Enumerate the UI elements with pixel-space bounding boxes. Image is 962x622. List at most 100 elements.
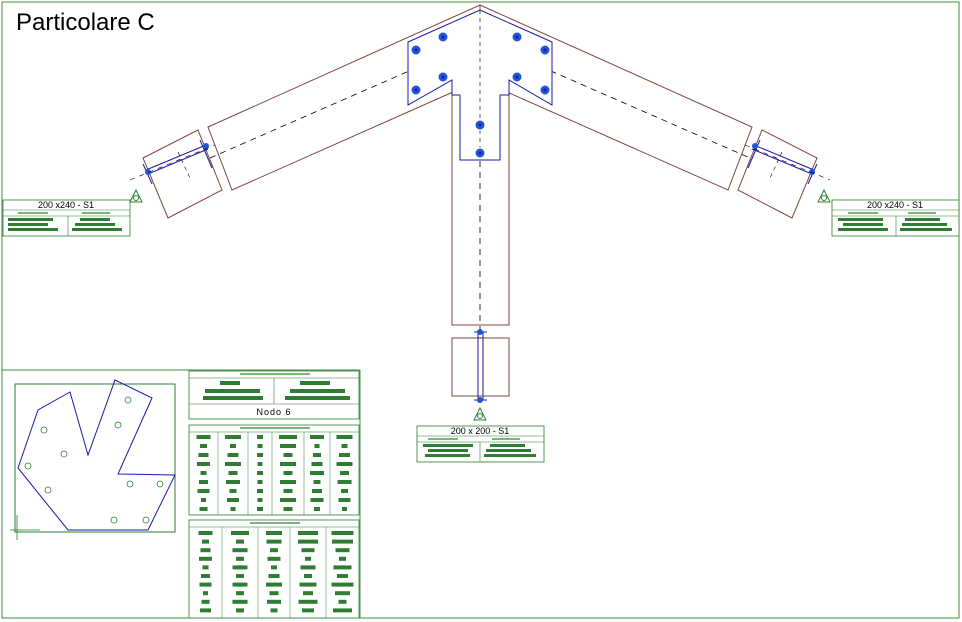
table-cell-mark (226, 480, 240, 484)
table-cell-mark (200, 548, 211, 553)
table-cell-mark (257, 453, 263, 457)
table-cell-mark (270, 548, 278, 553)
table-cell-mark (302, 608, 314, 613)
table-cell-mark (298, 539, 318, 544)
plate-bolt-holes (24, 396, 164, 524)
left-section-label: 200 x240 - S1 (38, 200, 94, 210)
table-cell-mark (257, 444, 263, 448)
table-cell-mark (270, 608, 278, 613)
table-cell-mark (236, 608, 244, 613)
table-cell-mark (338, 599, 347, 604)
table-cell-mark (280, 498, 296, 502)
table-cell-mark (335, 591, 350, 596)
node-label: Nodo 6 (256, 407, 291, 417)
table-cell-mark (335, 548, 350, 553)
table-cell-mark (337, 480, 352, 484)
table-cell-mark (232, 599, 248, 604)
right-connector (747, 139, 818, 185)
table-cell-mark (311, 462, 323, 466)
left-section-box: 200 x240 - S1 (2, 199, 131, 237)
table-cell-mark (257, 480, 263, 484)
table-cell-mark (199, 556, 212, 561)
bottom-section-box: 200 x 200 - S1 (416, 425, 545, 463)
table-cell-mark (257, 462, 263, 466)
table-cell-mark (227, 498, 239, 502)
right-section-label: 200 x240 - S1 (867, 200, 923, 210)
table-cell-mark (257, 471, 263, 475)
table-cell-mark (267, 599, 281, 604)
table-cell-mark (203, 591, 208, 596)
table-cell-mark (340, 471, 349, 475)
table-cell-mark (199, 582, 212, 587)
bolt-icon (752, 143, 758, 149)
table-cell-mark (200, 444, 207, 448)
table-cell-mark (299, 582, 317, 587)
table-cell-mark (198, 453, 209, 457)
bolt-icon (203, 143, 209, 149)
table-cell-mark (266, 539, 282, 544)
table-cell-mark (280, 480, 296, 484)
support-triangle-icon (817, 188, 831, 203)
table-cell-mark (339, 556, 346, 561)
table-cell-mark (303, 591, 313, 596)
table-cell-mark (257, 498, 263, 502)
table-cell-mark (331, 582, 354, 587)
table-cell-mark (314, 444, 320, 448)
table-cell-mark (201, 599, 210, 604)
table-cell-mark (201, 498, 206, 502)
table-cell-mark (304, 574, 312, 578)
table-cell-mark (338, 498, 351, 502)
table-cell-mark (236, 591, 244, 596)
table-cell-mark (314, 507, 320, 511)
table-cell-mark (336, 435, 353, 439)
table-cell-mark (257, 435, 263, 439)
table-cell-mark (200, 471, 207, 475)
table-cell-mark (332, 539, 353, 544)
table-cell-mark (268, 574, 280, 578)
table-cell-mark (236, 556, 244, 561)
table-cell-mark (199, 480, 208, 484)
table-cell-mark (202, 565, 209, 570)
table-cell-mark (198, 531, 213, 535)
table-cell-mark (196, 435, 211, 439)
table-cell-mark (202, 539, 209, 544)
table-cell-mark (333, 608, 352, 613)
table-cell-mark (200, 608, 211, 613)
table-cell-mark (197, 462, 210, 466)
left-support-block (142, 129, 223, 219)
table-cell-mark (266, 582, 282, 587)
support-triangle-icon (473, 406, 487, 421)
table-cell-mark (283, 489, 293, 493)
plate-outline (17, 379, 176, 531)
support-triangle-icon (129, 188, 143, 203)
table-cell-mark (339, 453, 350, 457)
table-cell-mark (232, 565, 248, 570)
drilling-positions-table (188, 519, 360, 619)
table-cell-mark (298, 531, 318, 535)
table-cell-mark (280, 462, 296, 466)
table-cell-mark (230, 507, 236, 511)
table-cell-mark (266, 531, 282, 535)
table-cell-mark (229, 489, 237, 493)
dimensions-table (188, 424, 360, 516)
table-cell-mark (341, 444, 348, 448)
table-cell-mark (280, 444, 296, 448)
drawing-title: Particolare C (16, 9, 155, 36)
table-cell-mark (230, 444, 236, 448)
table-cell-mark (257, 489, 263, 493)
table-cell-mark (305, 556, 311, 561)
table-cell-mark (283, 471, 293, 475)
right-support-block (737, 129, 818, 219)
table-cell-mark (310, 471, 324, 475)
table-cell-mark (312, 489, 322, 493)
table-cell-mark (310, 498, 324, 502)
table-cell-mark (333, 565, 352, 570)
table-cell-mark (336, 462, 353, 466)
table-cell-mark (271, 565, 277, 570)
table-cell-mark (267, 556, 281, 561)
left-connector (142, 139, 213, 185)
drilling-table: Nodo 6 (188, 370, 360, 420)
table-cell-mark (313, 453, 321, 457)
